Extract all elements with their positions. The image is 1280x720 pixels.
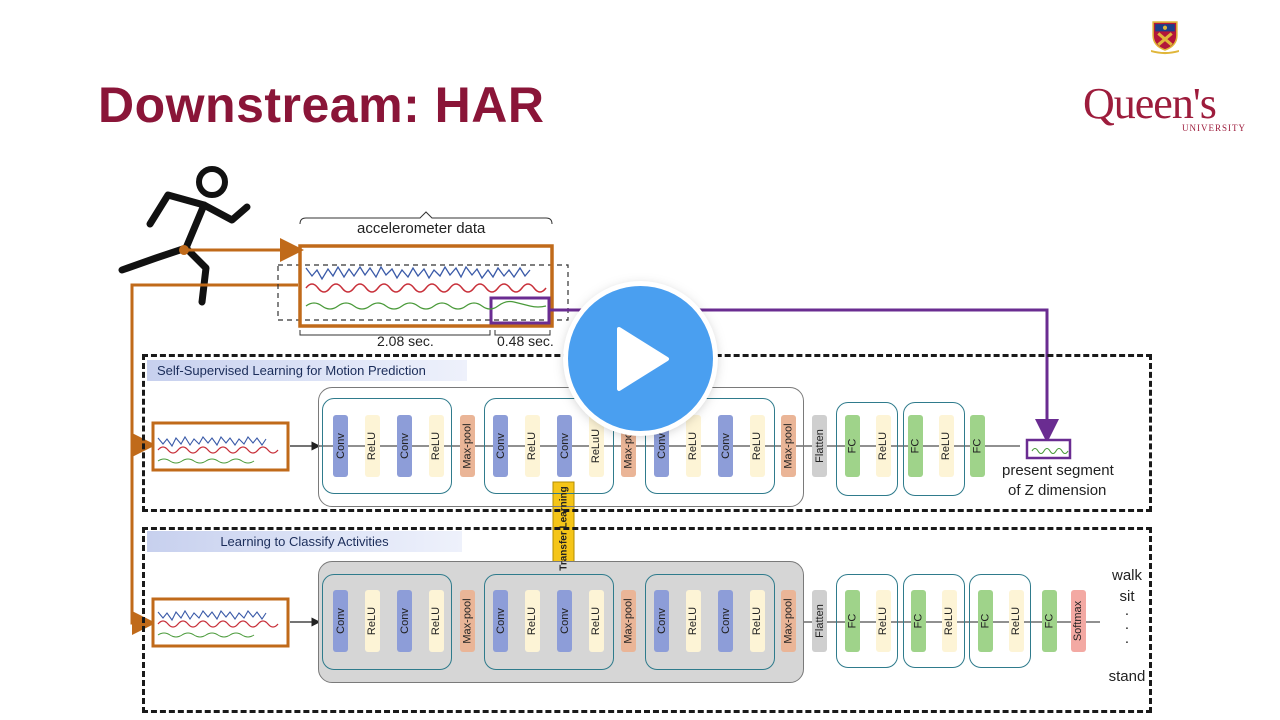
cls-layer-conv: Conv — [333, 590, 348, 652]
cls-layer-fc: FC — [911, 590, 926, 652]
cls-layer-relu: ReLU — [686, 590, 701, 652]
ssl-layer-fc: FC — [845, 415, 860, 477]
cls-layer-conv: Conv — [557, 590, 572, 652]
cls-conv-block-3 — [645, 574, 775, 670]
window-short-label: 0.48 sec. — [497, 333, 554, 349]
cls-layer-maxpool: Max-pool — [460, 590, 475, 652]
ssl-fc-block-2 — [903, 402, 965, 496]
ssl-layer-relu: ReLU — [939, 415, 954, 477]
cls-layer-conv: Conv — [654, 590, 669, 652]
ssl-layer-fc: FC — [908, 415, 923, 477]
ssl-output-label-line1: present segment — [1002, 462, 1114, 479]
ssl-conv-block-3 — [645, 398, 775, 494]
video-play-button[interactable] — [568, 286, 713, 431]
ssl-layer-relu: ReLU — [429, 415, 444, 477]
logo-subtitle: UNIVERSITY — [1182, 123, 1246, 133]
ssl-layer-conv: Conv — [654, 415, 669, 477]
logo-wordmark: Queen's — [1083, 79, 1217, 128]
ssl-layer-relu: ReLU — [365, 415, 380, 477]
ssl-layer-relu: ReLU — [750, 415, 765, 477]
class-label-stand: stand — [1108, 668, 1146, 685]
cls-fc-block-1 — [836, 574, 898, 668]
ssl-fc-block-1 — [836, 402, 898, 496]
ssl-layer-relu: ReLU — [686, 415, 701, 477]
ssl-layer-conv: Conv — [557, 415, 572, 477]
ssl-layer-flatten: Flatten — [812, 415, 827, 477]
ssl-input-signal — [151, 421, 290, 472]
classification-section-title: Learning to Classify Activities — [147, 531, 462, 552]
cls-conv-block-1 — [322, 574, 452, 670]
ssl-conv-backbone — [318, 387, 804, 507]
ssl-conv-block-1 — [322, 398, 452, 494]
cls-layer-maxpool: Max-pool — [781, 590, 796, 652]
ssl-layer-conv: Conv — [397, 415, 412, 477]
cls-layer-flatten: Flatten — [812, 590, 827, 652]
class-ellipsis: ... — [1124, 602, 1130, 647]
cls-input-signal — [151, 597, 290, 648]
cls-layer-relu: ReLU — [525, 590, 540, 652]
cls-fc-block-2 — [903, 574, 965, 668]
ssl-layer-maxpool: Max-pool — [460, 415, 475, 477]
ssl-layer-conv: Conv — [493, 415, 508, 477]
cls-layer-relu: ReLU — [942, 590, 957, 652]
cls-layer-relu: ReLU — [750, 590, 765, 652]
class-label-sit: sit — [1119, 588, 1135, 605]
accelerometer-label: accelerometer data — [357, 220, 486, 237]
cls-layer-conv: Conv — [397, 590, 412, 652]
ssl-layer-conv: Conv — [333, 415, 348, 477]
ssl-layer-relu: ReLuU — [589, 415, 604, 477]
cls-layer-relu: ReLU — [589, 590, 604, 652]
cls-layer-fc: FC — [1042, 590, 1057, 652]
ssl-layer-fc: FC — [970, 415, 985, 477]
ssl-layer-maxpool: Max-pool — [781, 415, 796, 477]
play-icon — [616, 326, 669, 391]
window-long-label: 2.08 sec. — [377, 333, 434, 349]
running-person-icon — [118, 166, 251, 306]
cls-fc-block-3 — [969, 574, 1031, 668]
cls-layer-fc: FC — [845, 590, 860, 652]
cls-layer-relu: ReLU — [876, 590, 891, 652]
ssl-conv-block-2 — [484, 398, 614, 494]
ssl-layer-conv: Conv — [718, 415, 733, 477]
cls-layer-relu: ReLU — [365, 590, 380, 652]
cls-conv-block-2 — [484, 574, 614, 670]
university-crest-icon — [1151, 21, 1179, 55]
ssl-output-label-line2: of Z dimension — [1008, 482, 1107, 499]
cls-layer-relu: ReLU — [1009, 590, 1024, 652]
cls-layer-conv: Conv — [718, 590, 733, 652]
cls-layer-fc: FC — [978, 590, 993, 652]
classification-section — [142, 527, 1152, 713]
ssl-layer-relu: ReLU — [525, 415, 540, 477]
class-label-walk: walk — [1111, 567, 1142, 584]
ssl-layer-relu: ReLU — [876, 415, 891, 477]
ssl-section-title: Self-Supervised Learning for Motion Pred… — [147, 360, 467, 381]
transfer-learning-label: Transfer Learning — [558, 485, 570, 571]
cls-layer-relu: ReLU — [429, 590, 444, 652]
cls-layer-softmax: Softmax — [1071, 590, 1086, 652]
cls-layer-maxpool: Max-pool — [621, 590, 636, 652]
cls-layer-conv: Conv — [493, 590, 508, 652]
slide-title: Downstream: HAR — [98, 77, 545, 133]
